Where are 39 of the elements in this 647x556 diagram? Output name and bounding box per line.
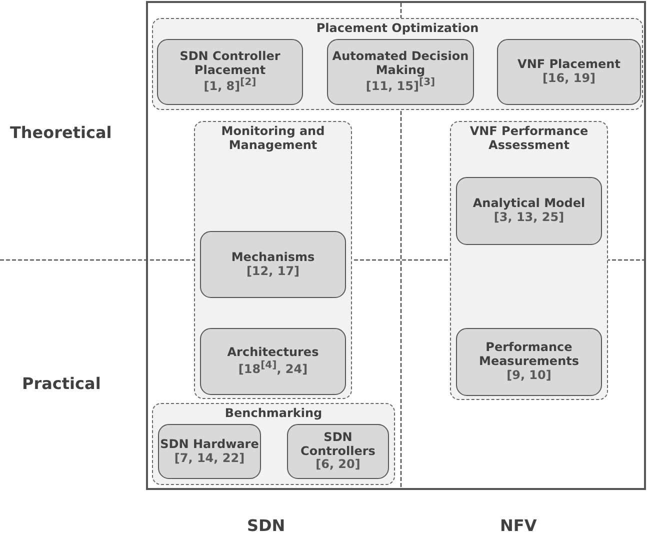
group-title: Benchmarking: [224, 407, 324, 421]
axis-label: NFV: [500, 516, 537, 535]
group-title: Placement Optimization: [315, 22, 480, 36]
group-title: Monitoring and Management: [220, 125, 326, 153]
topic-box: [200, 231, 346, 298]
topic-name: Automated Decision Making: [331, 50, 470, 77]
topic-name: SDN Controller Placement: [178, 50, 282, 77]
reference-list: [7, 14, 22]: [174, 452, 245, 466]
topic-box: [200, 328, 346, 395]
reference-list: [3, 13, 25]: [494, 211, 564, 225]
category-group: [450, 121, 608, 400]
axis-label: Practical: [22, 374, 101, 393]
topic-name: Analytical Model: [472, 197, 586, 211]
topic-box: [456, 177, 602, 245]
reference-list: [1, 8]$^{[2]}$: [204, 77, 256, 94]
axis-label: SDN: [247, 516, 286, 535]
topic-box: [287, 424, 389, 479]
reference-list: [16, 19]: [542, 72, 596, 86]
topic-name: SDN Controllers: [300, 430, 376, 458]
topic-name: VNF Placement: [518, 58, 620, 72]
category-group: [194, 121, 352, 399]
topic-box: [157, 39, 303, 105]
reference-list: [11, 15]$^{[3]}$: [366, 77, 436, 94]
topic-name: Mechanisms: [231, 250, 315, 264]
reference-list: [6, 20]: [316, 458, 360, 472]
reference-list: [9, 10]: [506, 368, 552, 383]
group-title: VNF Performance Assessment: [468, 125, 590, 153]
topic-box: [497, 39, 641, 105]
topic-box: [456, 328, 602, 396]
topic-name: Architectures: [227, 346, 319, 360]
topic-name: SDN Hardware: [160, 438, 259, 452]
category-group: [152, 403, 395, 485]
topic-box: [327, 39, 474, 105]
topic-name: Performance Measurements: [478, 341, 580, 369]
reference-list: [18$^{[4]}$, 24]: [238, 360, 308, 377]
axis-label: Theoretical: [10, 123, 112, 142]
reference-list: [12, 17]: [246, 264, 300, 278]
topic-box: [158, 424, 261, 479]
category-group: [152, 18, 643, 110]
